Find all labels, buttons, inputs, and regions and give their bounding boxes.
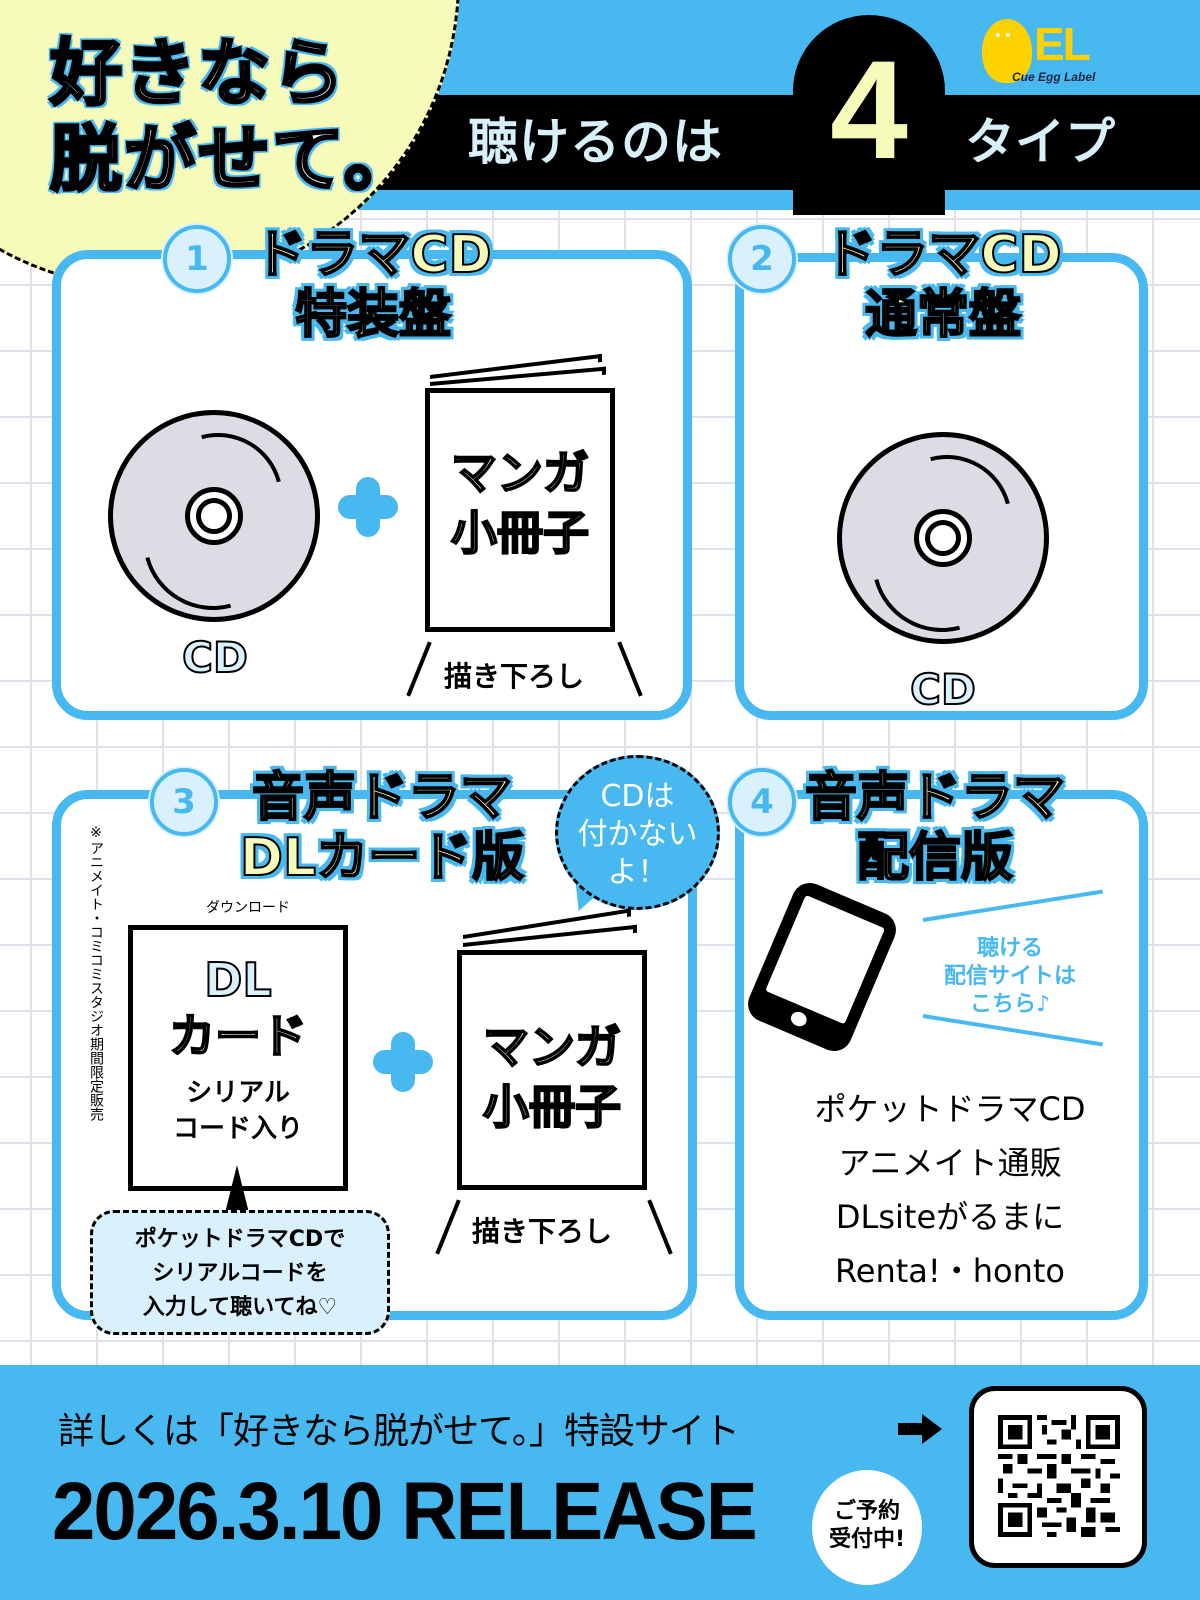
label-logo[interactable]: EL Cue Egg Label	[982, 15, 1122, 90]
streaming-sites-list: ポケットドラマCD アニメイト通販 DLsiteがるまに Renta!・hont…	[740, 1082, 1160, 1298]
cd-label: CD	[909, 664, 977, 715]
release-date: 2026.3.10 RELEASE	[52, 1466, 758, 1557]
dl-card-icon: DL カード シリアル コード入り	[128, 925, 348, 1191]
phone-home-button	[788, 1009, 809, 1029]
special-site-link[interactable]: 詳しくは「好きなら脱がせて。」特設サイト	[58, 1411, 740, 1452]
plus-icon	[338, 477, 398, 537]
panel-regular-edition	[735, 253, 1148, 720]
site-item[interactable]: DLsiteがるまに	[835, 1198, 1065, 1236]
dl-card-sub: シリアル コード入り	[172, 1078, 303, 1144]
number-dome	[793, 15, 945, 215]
booklet-label: マンガ 小冊子	[482, 1019, 622, 1135]
arrow-right-icon	[898, 1414, 942, 1444]
booklet-icon: マンガ 小冊子	[457, 950, 647, 1190]
badge-3: 3	[150, 768, 218, 836]
cd-label: CD	[181, 632, 249, 683]
panel-streaming-edition	[735, 790, 1148, 1320]
booklet-icon: マンガ 小冊子	[425, 388, 615, 632]
booklet-label: マンガ 小冊子	[450, 445, 590, 561]
logo-mark: EL	[1034, 18, 1091, 70]
panel-1-title: ドラマCD 特装盤	[253, 224, 492, 346]
cd-icon	[837, 431, 1049, 658]
site-item[interactable]: ポケットドラマCD	[814, 1090, 1086, 1128]
title-line-1: 好きなら	[49, 30, 347, 117]
subtitle-after: タイプ	[965, 113, 1115, 171]
egg-icon	[982, 19, 1032, 83]
plus-icon	[373, 1032, 433, 1092]
qr-code-frame[interactable]	[969, 1386, 1147, 1568]
egg-eye-icon	[1006, 33, 1010, 37]
subtitle-before: 聴けるのは	[468, 113, 723, 171]
dl-card-label: DL カード	[168, 952, 308, 1064]
egg-eye-icon	[996, 33, 1000, 37]
preorder-badge: ご予約 受付中!	[812, 1470, 922, 1585]
limited-sale-note: ※アニメイト・コミコミスタジオ期間限定販売	[88, 825, 104, 1121]
type-count: 4	[830, 31, 908, 188]
booklet-caption: 描き下ろし	[444, 660, 585, 693]
badge-4: 4	[728, 768, 796, 836]
cd-icon	[108, 409, 320, 636]
qr-code-icon[interactable]	[998, 1411, 1120, 1541]
title-line-2: 脱がせて。	[49, 116, 418, 203]
serial-bubble-tail	[225, 1165, 249, 1213]
booklet-caption: 描き下ろし	[472, 1215, 613, 1248]
badge-1: 1	[163, 225, 231, 293]
sites-label: 聴ける 配信サイトは こちら♪	[943, 936, 1076, 1017]
site-item[interactable]: アニメイト通販	[838, 1144, 1062, 1182]
site-item[interactable]: Renta!・honto	[834, 1252, 1066, 1290]
subtitle-bar	[340, 95, 1200, 190]
no-cd-bubble: CDは 付かない よ！	[555, 755, 720, 910]
serial-note-bubble: ポケットドラマCDで シリアルコードを 入力して聴いてね♡	[90, 1210, 390, 1335]
logo-text: Cue Egg Label	[1012, 70, 1096, 84]
cd-hub	[185, 487, 243, 545]
ruby-download: ダウンロード	[206, 900, 290, 916]
cd-hub	[914, 509, 972, 567]
panel-4-title: 音声ドラマ 配信版	[804, 767, 1066, 889]
panel-2-title: ドラマCD 通常盤	[823, 224, 1062, 346]
panel-3-title: 音声ドラマ DLカード版	[239, 767, 525, 889]
page-title: 好きなら 脱がせて。	[49, 30, 430, 203]
badge-2: 2	[728, 225, 796, 293]
